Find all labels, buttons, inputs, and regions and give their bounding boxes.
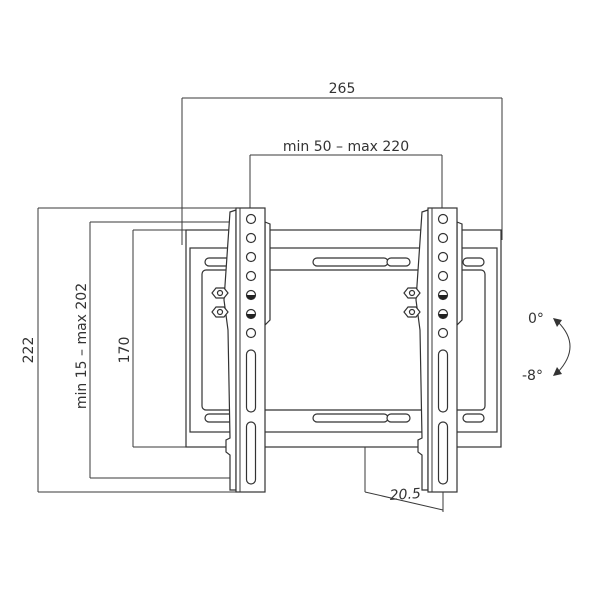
plate-slot	[462, 413, 485, 423]
mounting-hole	[245, 270, 257, 282]
dimension-vesa-vertical: min 15 – max 202	[74, 221, 250, 479]
slot	[437, 421, 449, 485]
overall-width-label: 265	[329, 81, 356, 97]
mounting-hole	[245, 327, 257, 339]
dimension-wall-distance: 20.5	[364, 447, 444, 512]
wall-distance-label: 20.5	[389, 486, 421, 504]
tilt-arrow-icon	[557, 321, 571, 373]
plate-height-label: 170	[117, 337, 133, 364]
overall-height-label: 222	[21, 337, 37, 364]
tilt-indicator: 0° -8°	[522, 311, 571, 384]
dimension-overall-height: 222	[21, 207, 240, 493]
plate-slot	[462, 257, 485, 267]
mounting-arm	[403, 207, 463, 493]
plate-slot	[312, 413, 389, 423]
tilt-lower-label: -8°	[522, 368, 543, 384]
mounting-hole	[245, 232, 257, 244]
mounting-hole	[437, 213, 449, 225]
mounting-hole	[437, 327, 449, 339]
mounting-hole	[245, 251, 257, 263]
mounting-hole	[437, 251, 449, 263]
mounting-hole	[437, 232, 449, 244]
vesa-horizontal-label: min 50 – max 220	[283, 139, 409, 155]
dimension-plate-height: 170	[117, 229, 190, 448]
slot	[245, 349, 257, 413]
mounting-hole	[245, 213, 257, 225]
dimension-overall-width: 265	[181, 81, 503, 245]
mounting-arm	[211, 207, 271, 493]
slot	[245, 421, 257, 485]
slot	[437, 349, 449, 413]
plate-slot	[386, 413, 411, 423]
plate-slot	[386, 257, 411, 267]
dimension-vesa-horizontal: min 50 – max 220	[249, 139, 443, 218]
tilt-upper-label: 0°	[528, 311, 544, 327]
mounting-hole	[437, 270, 449, 282]
vesa-vertical-label: min 15 – max 202	[74, 283, 90, 409]
plate-slot	[312, 257, 389, 267]
